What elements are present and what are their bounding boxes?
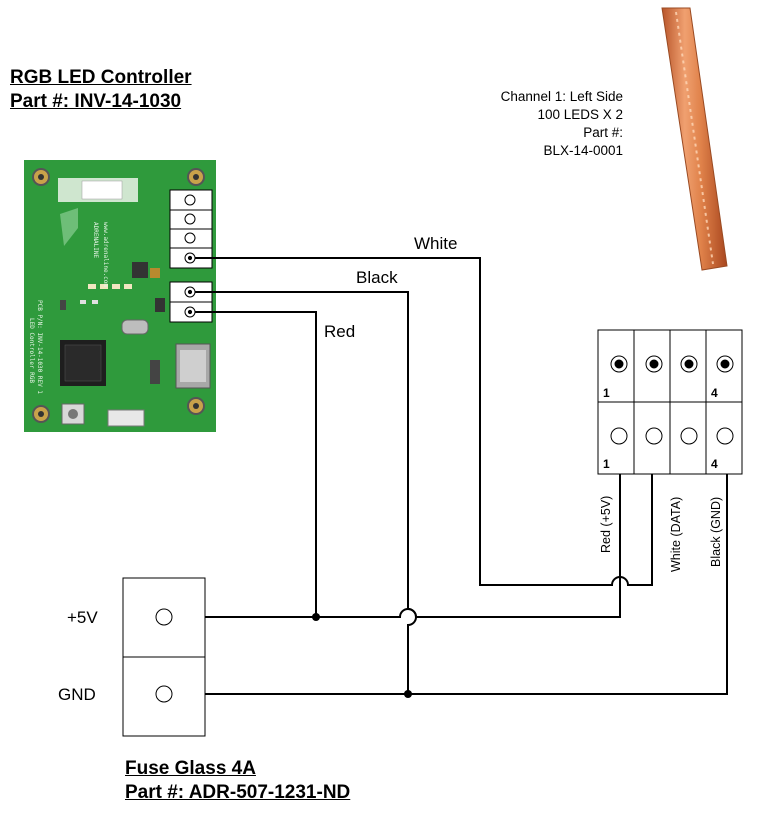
gnd-line [170,436,728,695]
plus5v-line [170,436,621,618]
fuse-block [122,577,206,737]
fuse-plus5v-terminal [155,608,173,626]
strip-part-label: Part #: [583,125,623,140]
strip-notes: Channel 1: Left Side 100 LEDS X 2 Part #… [455,88,623,160]
fuse-gnd-terminal [155,685,173,703]
connector-top-pins [610,355,734,373]
fuse-title-line1: Fuse Glass 4A [125,758,256,779]
strip-channel-label: Channel 1: Left Side [500,89,623,104]
pcb-product: LED Controller RGB [28,318,35,383]
white-wire [195,257,653,586]
connector-bottom-pin-4: 4 [711,457,718,471]
connector-bottom-pin-1: 1 [603,457,610,471]
fuse-plus5v-label: +5V [67,608,98,627]
controller-part-number: Part #: INV-14-1030 [10,91,182,112]
red-wire [195,311,317,617]
strip-part-number: BLX-14-0001 [543,143,623,158]
controller-terminal-block [169,189,213,323]
connector-black-label: Black (GND) [709,497,723,567]
wires [170,257,728,695]
white-wire-label: White [414,234,457,253]
connector-bottom-pins [610,427,734,445]
fuse-part-number: Part #: ADR-507-1231-ND [125,782,351,803]
fuse-gnd-label: GND [58,685,96,704]
gnd-junction [404,690,412,698]
connector-top-pin-4: 4 [711,386,718,400]
connector-top-pin-1: 1 [603,386,610,400]
pcb-url: www.adrenaline.com [102,222,109,287]
pcb-brand: ADRENALINE [92,222,99,259]
connector-white-label: White (DATA) [669,497,683,572]
led-strip-image [661,7,728,271]
red-wire-label: Red [324,322,355,341]
controller-title: RGB LED Controller Part #: INV-14-1030 [10,66,192,114]
black-wire [195,291,417,694]
strip-led-count: 100 LEDS X 2 [537,107,623,122]
connector-red-label: Red (+5V) [599,496,613,553]
black-wire-label: Black [356,268,398,287]
controller-title-line1: RGB LED Controller [10,67,192,88]
fuse-title: Fuse Glass 4A Part #: ADR-507-1231-ND [125,757,350,805]
strip-connector [597,329,743,475]
pcb-part: PCB P/N: INV-14-1030 REV 1 [36,300,43,394]
plus5v-junction [312,613,320,621]
